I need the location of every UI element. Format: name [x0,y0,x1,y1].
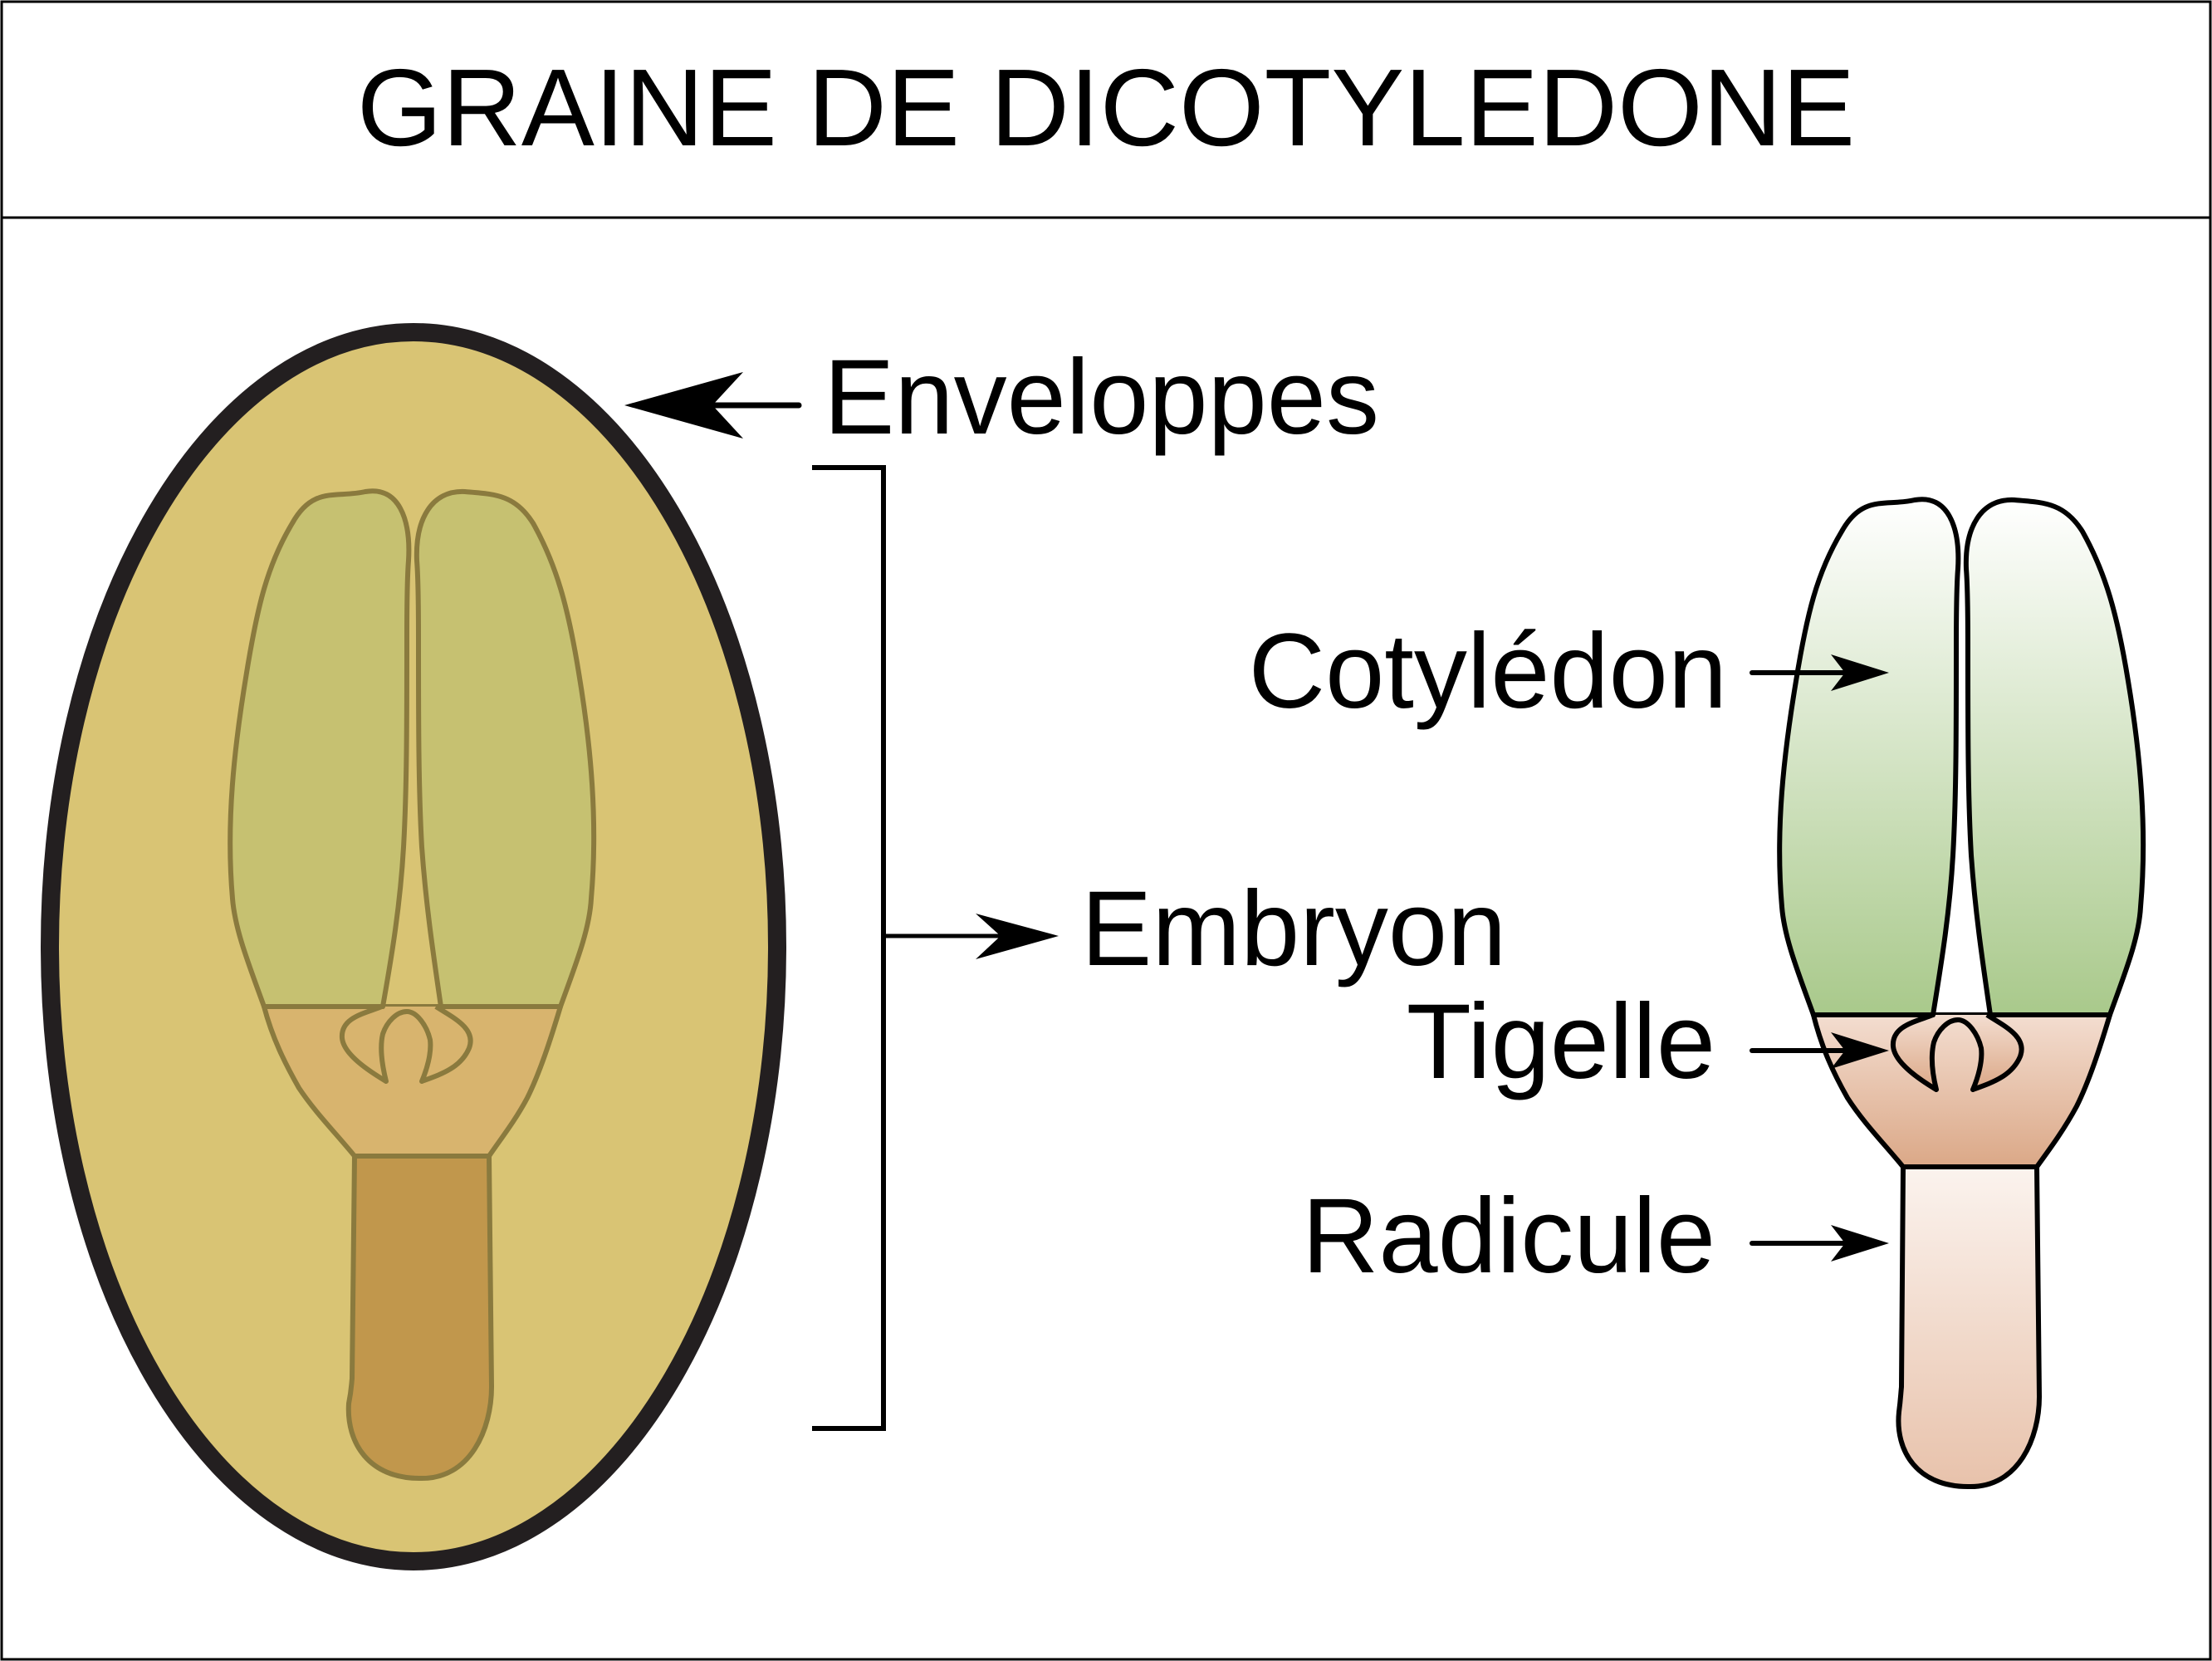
seed-cotyledon-right [414,488,597,1009]
cotyledon-callout: Cotylédon [1249,612,1889,731]
tigelle-arrowhead [1831,1032,1889,1069]
embryon-arrowhead [976,914,1059,959]
label-tigelle: Tigelle [1407,982,1715,1101]
enveloppes-callout: Enveloppes [624,338,1379,457]
cotyledon-arrowhead [1831,654,1889,691]
label-radicule: Radicule [1302,1177,1715,1296]
seed-illustration [41,323,786,1570]
label-embryon: Embryon [1081,870,1506,988]
radicule-callout: Radicule [1302,1177,1889,1296]
label-cotyledon: Cotylédon [1249,612,1727,731]
seed-radicule [345,1154,494,1482]
embryo-illustration [1777,497,2146,1490]
embryo-cotyledon-left [1777,497,1961,1017]
seed-tigelle [262,1004,563,1159]
embryo-cotyledon-right [1963,497,2146,1017]
seed-coat [41,323,786,1570]
seed-plumule [339,1004,473,1084]
embryo-radicule [1896,1164,2042,1490]
embryo-plumule [1890,1012,2024,1092]
enveloppes-arrowhead [624,372,743,439]
seed-cotyledon-left [228,488,412,1009]
diagram-title: GRAINE DE DICOTYLEDONE [357,47,1855,169]
embryo-tigelle [1811,1012,2112,1169]
tigelle-callout: Tigelle [1407,982,1889,1101]
embryon-bracket [812,465,886,1431]
label-enveloppes: Enveloppes [824,338,1379,457]
radicule-arrowhead [1831,1225,1889,1262]
seed-embryo [228,488,597,1482]
embryon-callout: Embryon [812,465,1506,1431]
